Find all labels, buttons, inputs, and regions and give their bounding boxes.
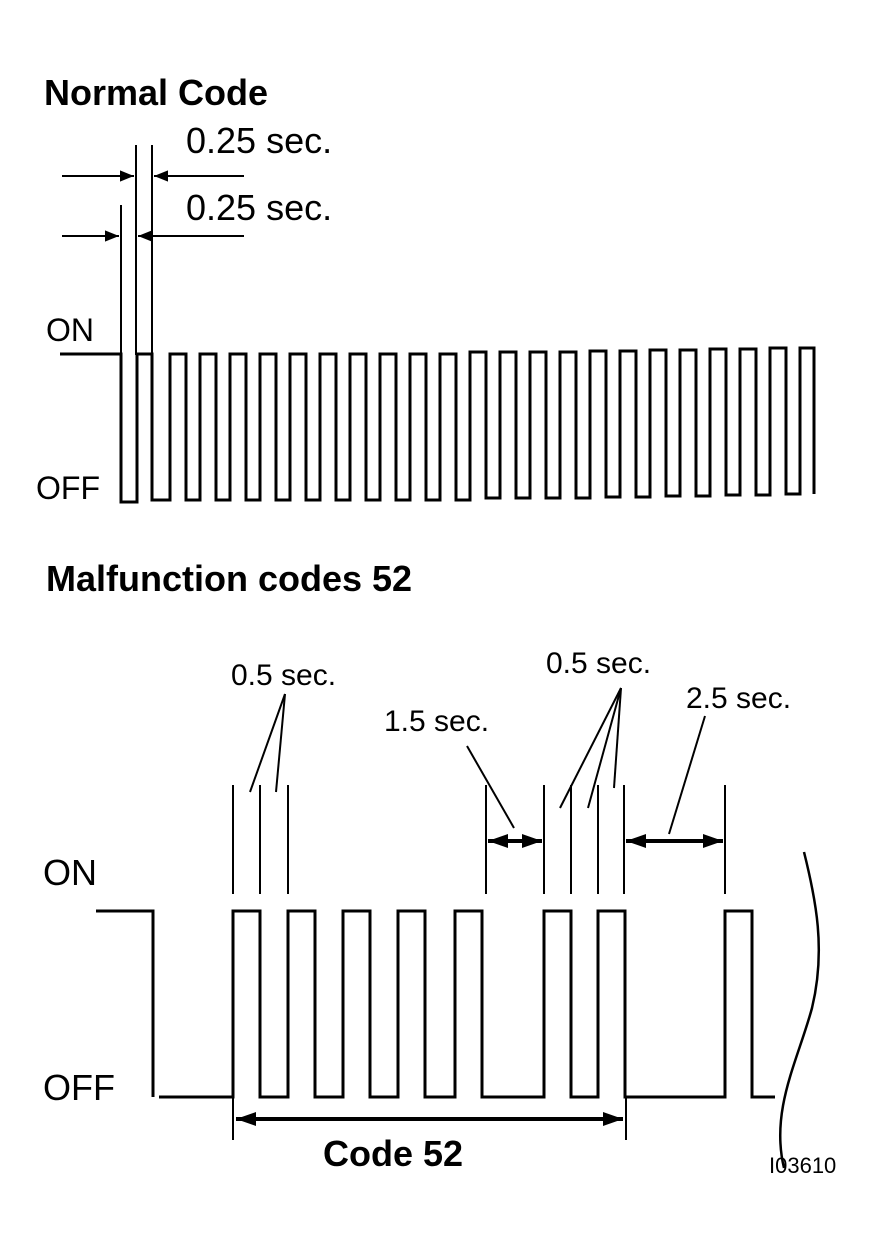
leader-b bbox=[466, 745, 515, 829]
leader-c-1 bbox=[559, 687, 622, 809]
callout-2-5-sec: 2.5 sec. bbox=[686, 682, 791, 715]
leader-a-1 bbox=[249, 693, 286, 793]
malf-on-label: ON bbox=[43, 852, 97, 893]
break-wavy-line bbox=[778, 851, 821, 1169]
leader-c-2 bbox=[587, 687, 622, 809]
malf-off-label: OFF bbox=[43, 1067, 115, 1108]
leader-d bbox=[668, 715, 706, 835]
normal-code-title: Normal Code bbox=[44, 72, 268, 113]
normal-code-waveform bbox=[60, 346, 816, 504]
malfunction-code-waveform bbox=[96, 909, 775, 1099]
figure-id: I03610 bbox=[769, 1153, 836, 1178]
code-52-label: Code 52 bbox=[323, 1133, 463, 1174]
malfunction-title: Malfunction codes 52 bbox=[46, 558, 412, 599]
normal-on-label: ON bbox=[46, 312, 94, 348]
callout-0-5-sec-right: 0.5 sec. bbox=[546, 647, 651, 680]
normal-dim-on-label: 0.25 sec. bbox=[186, 120, 332, 161]
normal-dim-off-label: 0.25 sec. bbox=[186, 187, 332, 228]
callout-1-5-sec: 1.5 sec. bbox=[384, 705, 489, 738]
leader-c-3 bbox=[613, 687, 622, 789]
leader-a-2 bbox=[275, 693, 286, 793]
normal-off-label: OFF bbox=[36, 470, 100, 506]
callout-0-5-sec-left: 0.5 sec. bbox=[231, 659, 336, 692]
